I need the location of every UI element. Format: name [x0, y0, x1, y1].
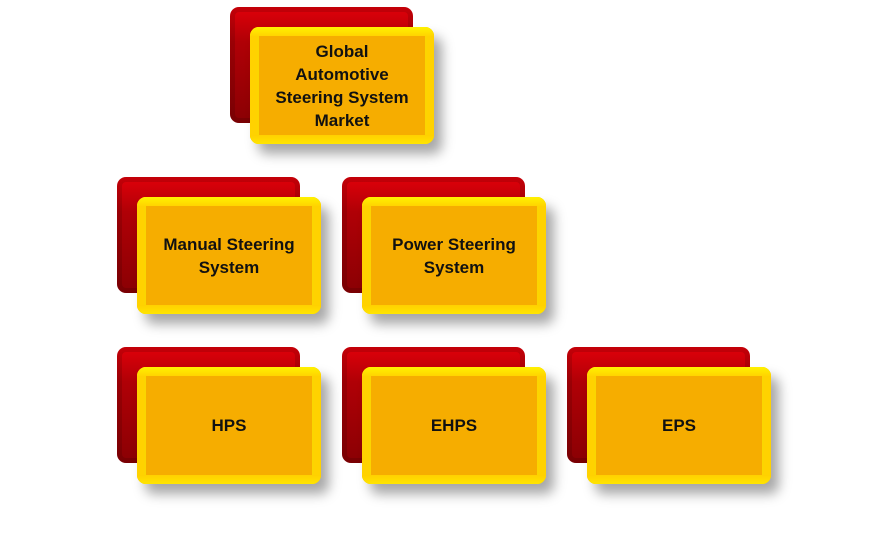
node-label: EHPS	[430, 416, 478, 435]
node-label: Global Automotive Steering System Market	[275, 41, 409, 130]
node-manual-steering: Manual Steering System	[117, 177, 321, 314]
node-label: Power Steering System	[392, 234, 516, 277]
node-box: Power Steering System	[362, 197, 546, 314]
node-label: HPS	[211, 416, 247, 435]
node-eps: EPS	[567, 347, 771, 484]
node-label: EPS	[661, 416, 697, 435]
node-box: EHPS	[362, 367, 546, 484]
node-box: Global Automotive Steering System Market	[250, 27, 434, 144]
node-box: Manual Steering System	[137, 197, 321, 314]
node-label: Manual Steering System	[163, 234, 295, 277]
node-box: EPS	[587, 367, 771, 484]
node-power-steering: Power Steering System	[342, 177, 546, 314]
node-global-market: Global Automotive Steering System Market	[230, 7, 434, 144]
node-box: HPS	[137, 367, 321, 484]
node-hps: HPS	[117, 347, 321, 484]
node-ehps: EHPS	[342, 347, 546, 484]
